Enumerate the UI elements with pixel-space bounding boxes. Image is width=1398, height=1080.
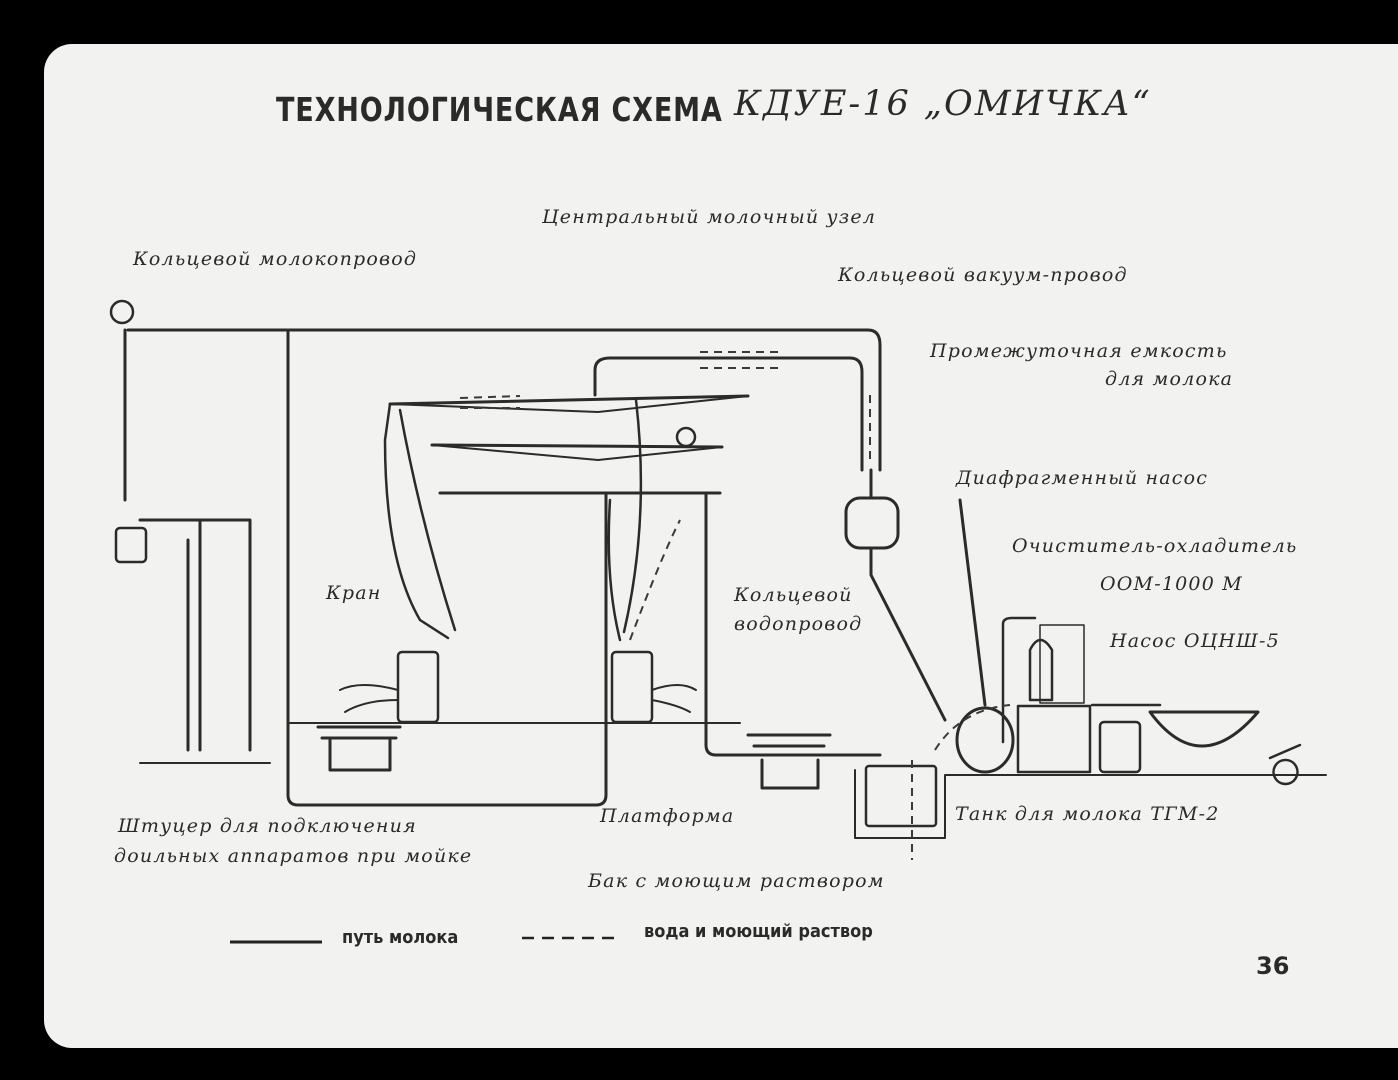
pit [854,769,1327,839]
label-fitting-2: доильных аппаратов при мойке [114,845,473,867]
label-wash-tank: Бак с моющим раствором [588,870,885,892]
label-cleaner-cooler-1: Очиститель-охладитель [1012,535,1298,557]
milking-unit-left [396,650,440,724]
wash-path-6 [629,519,681,641]
gauge-center [675,426,697,448]
label-cleaner-cooler-2: ООМ-1000 М [1100,573,1243,595]
left-manifold [138,518,252,752]
title-part2: КДУЕ-16 „ОМИЧКА“ [734,84,1152,124]
label-valve: Кран [326,582,382,604]
slide-card [44,44,1398,1048]
pump-ocnsh-body [1268,743,1302,786]
ring-pipe-inner [593,356,864,472]
hose-right [622,398,643,634]
tank-feed [869,468,947,722]
vat [1148,710,1260,748]
label-ring-water-line-2: водопровод [734,613,863,635]
cooler-pipe [1001,616,1037,744]
platform-right [746,733,832,790]
label-ring-milk-line: Кольцевой молокопровод [133,248,418,270]
label-platform: Платформа [600,805,735,827]
cooler-cabinet [1016,704,1092,774]
label-ring-vacuum-line: Кольцевой вакуум-провод [838,264,1128,286]
label-intermediate-tank-2: для молока [1105,368,1234,390]
label-pump-ocnsh: Насос ОЦНШ-5 [1110,630,1280,652]
intermediate-tank [844,496,900,550]
claw-right [651,684,697,713]
cooler-frame [1039,624,1085,704]
cooler-body [1028,638,1054,702]
label-central-milk-node: Центральный молочный узел [542,206,877,228]
legend-milk-path: путь молока [342,927,459,948]
page-number: 36 [1256,952,1290,980]
diaphragm-pump [955,706,1015,774]
pump-stand [958,498,987,707]
water-line [704,491,882,757]
left-jar [114,526,148,564]
u-return-pipe [286,328,608,807]
title-part1: ТЕХНОЛОГИЧЕСКАЯ СХЕМА [276,90,723,129]
legend-wash-path: вода и моющий раствор [644,921,873,942]
milk-can [1098,720,1142,774]
hose-left [383,402,450,640]
wash-path-7 [934,704,1011,751]
label-diaphragm-pump: Диафрагменный насос [956,467,1209,489]
converge-lines [389,395,749,461]
manifold-bar-1 [388,394,750,406]
label-fitting-1: Штуцер для подключения [118,815,417,837]
manifold-bar-2 [430,443,724,449]
label-ring-water-line-1: Кольцевой [734,584,853,606]
gauge-left [109,299,135,325]
hose-right-2 [607,498,622,642]
platform-left [316,725,402,772]
wash-path-3 [459,395,521,399]
claw-left [339,684,399,713]
ring-pipe-top [126,328,882,472]
milking-unit-right [610,650,654,724]
milk-tank-tgm [864,764,938,828]
label-intermediate-tank-1: Промежуточная емкость [930,340,1228,362]
label-milk-tank: Танк для молока ТГМ-2 [955,803,1220,825]
hose-left-2 [398,408,457,632]
